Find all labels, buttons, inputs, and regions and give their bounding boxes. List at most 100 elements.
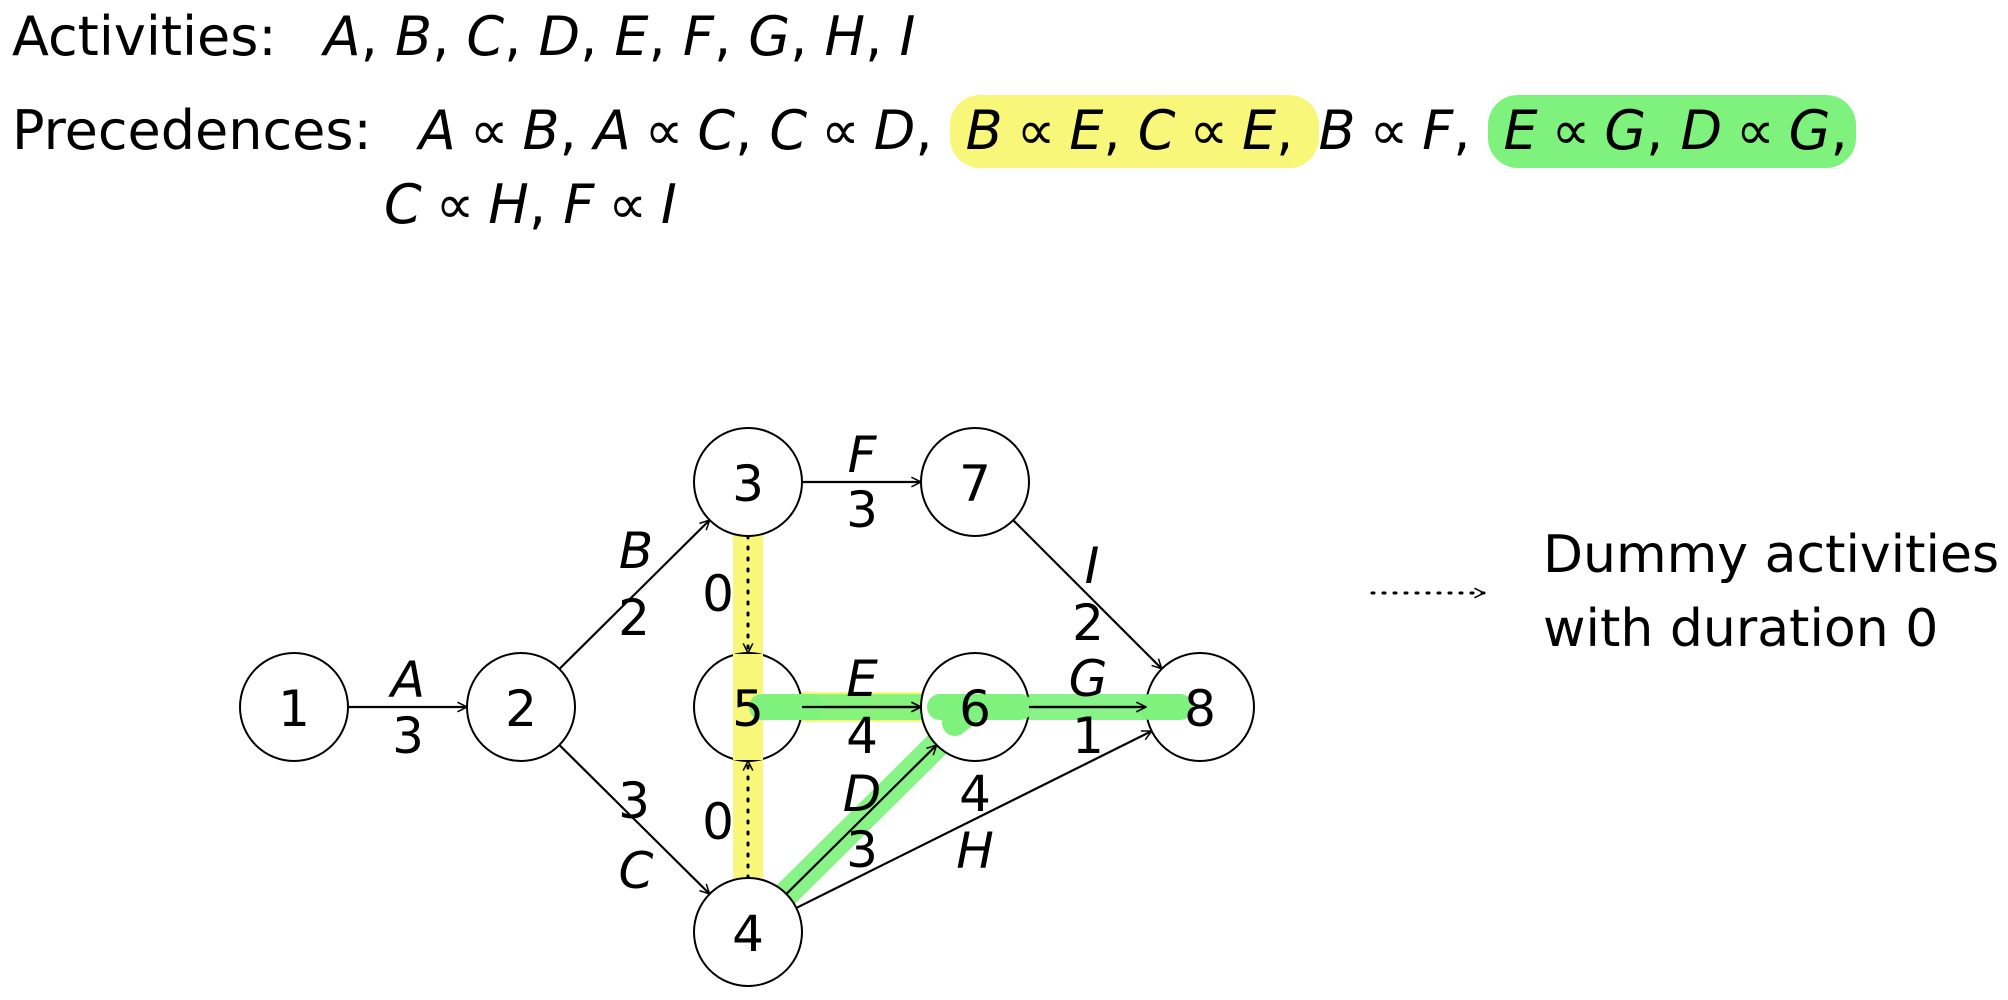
separator: , (1453, 99, 1488, 162)
activity-G: G (748, 5, 791, 68)
edge-4-8 (795, 730, 1151, 909)
node-2 (466, 652, 576, 762)
activity-label-I: I (1085, 537, 1100, 595)
duration-label-5-6: 4 (846, 707, 878, 765)
precedes-operator: ∝ (1189, 99, 1229, 162)
precedence-B-E: B∝E (966, 99, 1104, 162)
node-circle (693, 427, 803, 537)
duration-label-4-5: 0 (702, 793, 734, 851)
precedence-A-B: A∝B (419, 99, 560, 162)
highlight-overlay (733, 654, 1193, 760)
duration-label-4-6: 3 (846, 821, 878, 879)
activity-F: F (682, 5, 714, 68)
duration-label-4-8: 4 (959, 765, 991, 823)
separator: , (790, 5, 825, 68)
separator: , (580, 5, 615, 68)
activity-E: E (1069, 99, 1104, 162)
precedence-highlight-yellow: B∝E, C∝E, (949, 95, 1319, 168)
node-label-1: 1 (278, 680, 310, 738)
node-label-4: 4 (732, 905, 764, 963)
duration-label-3-7: 3 (846, 481, 878, 539)
precedence-highlight-green: E∝G, D∝G, (1487, 95, 1856, 168)
activity-F: F (1422, 99, 1454, 162)
duration-label-7-8: 2 (1072, 594, 1104, 652)
separator: , (648, 5, 683, 68)
activity-C: C (1137, 99, 1176, 162)
legend-text-line-2: with duration 0 (1543, 599, 1939, 659)
node-3 (693, 427, 803, 537)
node-circle (693, 877, 803, 987)
activity-label-D: D (843, 765, 882, 823)
activity-H: H (488, 173, 529, 236)
precedence-C-E: C∝E (1138, 99, 1276, 162)
edge-2-4 (558, 744, 709, 894)
separator: , (528, 173, 564, 236)
activity-label-G: G (1069, 650, 1108, 708)
separator: , (1830, 99, 1848, 162)
precedes-operator: ∝ (644, 99, 684, 162)
activity-label-H: H (956, 822, 994, 880)
activity-A: A (418, 99, 456, 162)
node-label-5: 5 (732, 680, 764, 738)
precedence-D-G: D∝G (1680, 99, 1830, 162)
activity-E: E (1503, 99, 1538, 162)
precedes-operator: ∝ (821, 99, 860, 162)
node-1 (239, 652, 349, 762)
activities-line: Activities: A, B, C, D, E, F, G, H, I (12, 10, 915, 64)
activity-label-E: E (846, 650, 878, 708)
activity-label-B: B (619, 522, 653, 580)
node-circle (920, 427, 1030, 537)
activity-I: I (660, 173, 677, 236)
separator: , (713, 5, 749, 68)
node-label-6: 6 (959, 680, 991, 738)
precedes-operator: ∝ (608, 173, 647, 236)
activity-A: A (323, 5, 361, 68)
duration-label-2-4: 3 (618, 772, 650, 830)
precedences-list-1: A∝B, A∝C, C∝D, B∝E, C∝E, B∝F, E∝G, D∝G, (419, 95, 1856, 168)
separator: , (865, 5, 900, 68)
activity-B: B (1318, 99, 1356, 162)
precedences-line-1: Precedences: A∝B, A∝C, C∝D, B∝E, C∝E, B∝… (12, 95, 1856, 168)
precedes-operator: ∝ (435, 173, 475, 236)
precedes-operator: ∝ (1551, 99, 1591, 162)
precedence-C-D: C∝D (769, 99, 915, 162)
node-circle (239, 652, 349, 762)
separator: , (432, 5, 467, 68)
activity-label-A: A (388, 651, 425, 709)
activity-C: C (769, 99, 808, 162)
activity-D: D (1680, 99, 1723, 162)
node-7 (920, 427, 1030, 537)
precedes-operator: ∝ (1369, 99, 1409, 162)
activity-A: A (593, 99, 631, 162)
precedes-operator: ∝ (469, 99, 509, 162)
separator: , (504, 5, 539, 68)
node-4 (693, 877, 803, 987)
activities-label: Activities: (12, 5, 277, 68)
separator: , (559, 99, 594, 162)
activity-D: D (538, 5, 581, 68)
duration-label-6-8: 1 (1072, 707, 1104, 765)
node-label-2: 2 (505, 680, 537, 738)
activity-C: C (384, 173, 422, 236)
activities-list: A, B, C, D, E, F, G, H, I (324, 5, 916, 68)
activity-B: B (522, 99, 560, 162)
activity-E: E (1242, 99, 1277, 162)
activity-C: C (697, 99, 736, 162)
activity-E: E (614, 5, 649, 68)
separator: , (1103, 99, 1138, 162)
precedences-line-2: C∝H, F∝I (384, 178, 677, 232)
edge-2-3 (558, 520, 709, 670)
precedes-operator: ∝ (1736, 99, 1775, 162)
node-label-3: 3 (732, 455, 764, 513)
precedence-E-G: E∝G (1504, 99, 1647, 162)
edge-7-8 (1012, 519, 1162, 669)
separator: , (735, 99, 770, 162)
activity-label-C: C (619, 842, 654, 900)
duration-label-2-3: 2 (618, 589, 650, 647)
activity-label-F: F (848, 426, 878, 484)
precedences-label: Precedences: (12, 99, 372, 162)
activity-B: B (965, 99, 1003, 162)
